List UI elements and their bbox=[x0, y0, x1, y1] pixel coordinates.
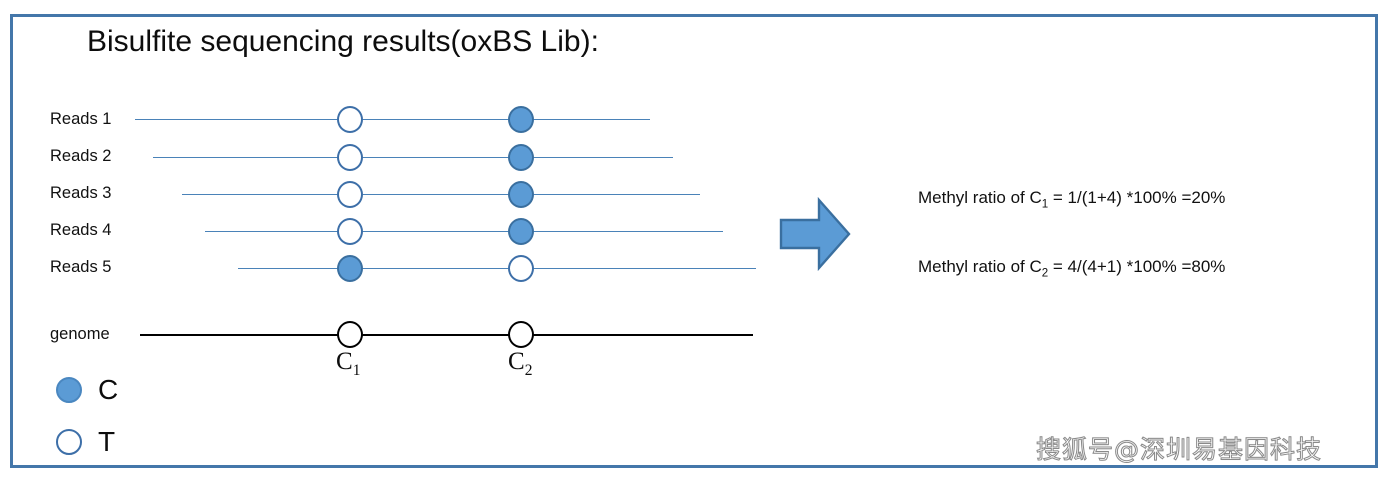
watermark-text: 搜狐号@深圳易基因科技 bbox=[1035, 435, 1323, 465]
page-title: Bisulfite sequencing results(oxBS Lib): bbox=[87, 25, 599, 58]
slide-frame bbox=[10, 14, 1378, 468]
